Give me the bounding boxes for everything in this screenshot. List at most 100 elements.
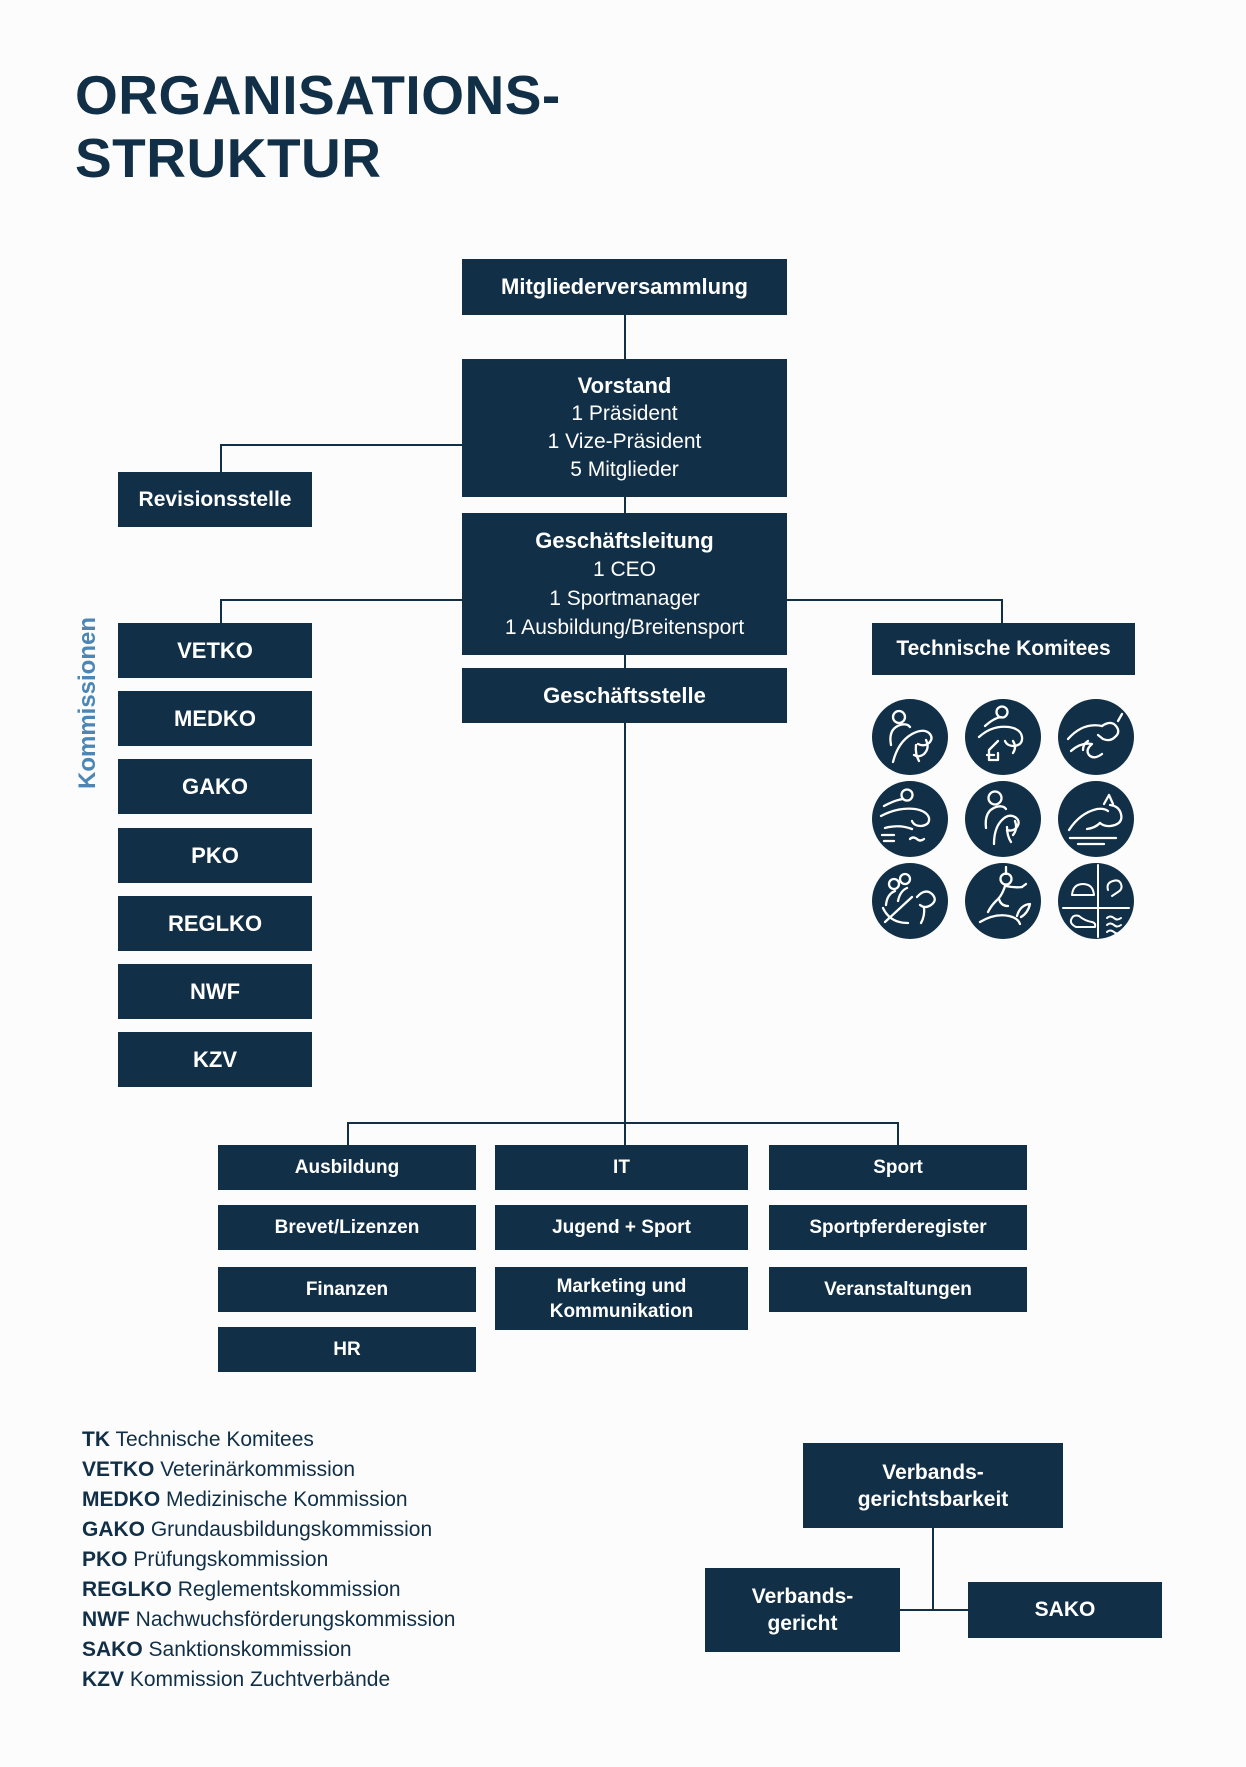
box-mitgliederversammlung: Mitgliederversammlung [462,259,787,315]
box-label-line1: Verbands- [882,1460,984,1484]
box-subline: 1 CEO [592,558,657,581]
box-dept-brevet-lizenzen: Brevet/Lizenzen [218,1205,476,1250]
legend-name: Grundausbildungskommission [150,1518,433,1541]
box-label: Ausbildung [294,1156,400,1178]
box-label: Brevet/Lizenzen [274,1216,420,1238]
connector-line [220,444,222,472]
box-label: GAKO [182,773,248,799]
box-label: Sport [873,1156,923,1178]
box-dept-sport: Sport [769,1145,1027,1190]
legend-name: Technische Komitees [115,1428,314,1451]
legend-name: Kommission Zuchtverbände [129,1668,391,1691]
connector-line [624,1122,626,1145]
box-label: Finanzen [305,1278,389,1300]
connector-line [624,315,626,359]
box-subline: 1 Präsident [571,402,678,425]
legend-entry: VETKO Veterinärkommission [82,1455,455,1485]
legend-name: Veterinärkommission [160,1458,356,1481]
box-geschaeftsleitung: Geschäftsleitung 1 CEO 1 Sportmanager 1 … [462,513,787,655]
connector-line [900,1609,968,1611]
box-verbandsgericht: Verbands- gericht [705,1568,900,1652]
box-label: NWF [189,978,241,1004]
box-title: Geschäftsleitung [535,528,714,553]
legend-abbr: PKO [82,1548,128,1571]
connector-line [220,599,462,601]
legend-name: Nachwuchsförderungskommission [135,1608,456,1631]
tetrathlon-icon [1058,863,1134,939]
box-kommission-vetko: VETKO [118,623,312,678]
box-revisionsstelle: Revisionsstelle [118,472,312,527]
box-subline: 1 Sportmanager [549,587,700,610]
box-label: Mitgliederversammlung [501,274,748,299]
box-label: VETKO [177,637,253,663]
legend-entry: KZV Kommission Zuchtverbände [82,1665,455,1695]
legend-abbr: REGLKO [82,1578,172,1601]
rider-icon [965,781,1041,857]
box-dept-jugend-sport: Jugend + Sport [495,1205,748,1250]
page-title-line1: ORGANISATIONS- [75,64,561,126]
box-label-line1: Verbands- [751,1585,854,1608]
box-sako: SAKO [968,1582,1162,1638]
legend-name: Sanktionskommission [148,1638,352,1661]
vaulting-icon [965,863,1041,939]
box-label: Jugend + Sport [552,1216,691,1238]
endurance-icon [1058,781,1134,857]
legend-name: Reglementskommission [177,1578,401,1601]
kommissionen-axis-label: Kommissionen [74,616,101,790]
box-kommission-gako: GAKO [118,759,312,814]
connector-line [624,655,626,668]
box-label: HR [333,1338,361,1360]
legend-entry: GAKO Grundausbildungskommission [82,1515,455,1545]
box-subline: 5 Mitglieder [570,458,679,481]
box-kommission-kzv: KZV [118,1032,312,1087]
connector-line [220,599,222,623]
legend: TK Technische Komitees VETKO Veterinärko… [82,1425,455,1695]
box-dept-marketing-kommunikation: Marketing und Kommunikation [495,1267,748,1330]
box-kommission-reglko: REGLKO [118,896,312,951]
box-label-line2: gericht [767,1612,838,1635]
dressage-icon [872,699,948,775]
box-label: MEDKO [174,705,256,731]
box-kommission-pko: PKO [118,828,312,883]
box-title: Vorstand [577,373,672,398]
box-label: KZV [193,1046,237,1072]
box-geschaeftsstelle: Geschäftsstelle [462,668,787,723]
box-label: Revisionsstelle [138,487,292,511]
box-label: Geschäftsstelle [543,682,706,708]
connector-line [624,497,626,513]
box-label: Technische Komitees [896,637,1111,660]
box-label: Veranstaltungen [824,1278,972,1300]
box-label: Marketing und Kommunikation [549,1275,694,1322]
box-label: IT [613,1156,630,1178]
legend-entry: SAKO Sanktionskommission [82,1635,455,1665]
legend-abbr: TK [82,1428,110,1451]
legend-abbr: KZV [82,1668,124,1691]
box-label: Sportpferderegister [809,1216,987,1238]
box-label: SAKO [1034,1598,1096,1621]
connector-line [624,723,626,1122]
box-label-line2: gerichtsbarkeit [857,1487,1009,1511]
box-dept-it: IT [495,1145,748,1190]
legend-entry: MEDKO Medizinische Kommission [82,1485,455,1515]
legend-abbr: VETKO [82,1458,155,1481]
legend-abbr: NWF [82,1608,130,1631]
connector-line [932,1528,934,1610]
box-subline: 1 Vize-Präsident [547,430,702,453]
eventing-icon [1058,699,1134,775]
connector-line [347,1122,349,1145]
connector-line [220,444,462,446]
legend-entry: NWF Nachwuchsförderungskommission [82,1605,455,1635]
box-vorstand: Vorstand 1 Präsident 1 Vize-Präsident 5 … [462,359,787,497]
box-label: REGLKO [167,910,263,936]
page-title-line2: STRUKTUR [75,127,382,189]
box-dept-veranstaltungen: Veranstaltungen [769,1267,1027,1312]
legend-abbr: SAKO [82,1638,143,1661]
legend-name: Prüfungskommission [133,1548,329,1571]
driving-icon [872,863,948,939]
box-verbandsgerichtsbarkeit: Verbands- gerichtsbarkeit [803,1443,1063,1528]
legend-abbr: GAKO [82,1518,145,1541]
connector-line [347,1122,899,1124]
legend-entry: PKO Prüfungskommission [82,1545,455,1575]
box-dept-hr: HR [218,1327,476,1372]
